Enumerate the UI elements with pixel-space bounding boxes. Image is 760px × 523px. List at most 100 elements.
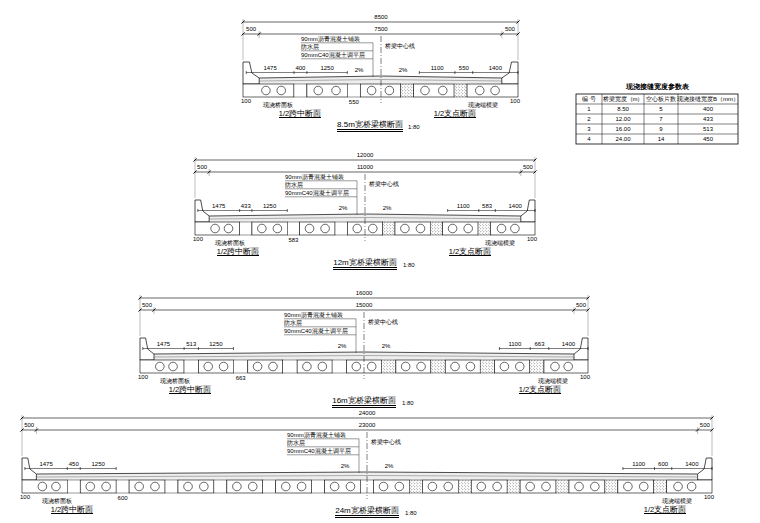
hollow-core xyxy=(475,86,484,95)
hollow-core xyxy=(497,224,506,233)
dimension-text: 500 xyxy=(505,26,515,32)
table-cell: 8.50 xyxy=(617,106,629,112)
table-cell: 4 xyxy=(587,136,590,142)
hollow-core xyxy=(102,482,111,491)
table-rule xyxy=(576,134,738,135)
cast-joint xyxy=(654,480,667,493)
dimension-text: 1100 xyxy=(632,461,645,467)
dimension-tick xyxy=(233,347,234,350)
dimension-tick xyxy=(287,209,288,212)
dimension-tick xyxy=(548,347,549,350)
dimension-text: 1400 xyxy=(562,341,575,347)
dimension-line xyxy=(22,418,712,419)
hollow-core xyxy=(211,224,220,233)
dimension-tick xyxy=(518,71,519,74)
hollow-core xyxy=(281,482,290,491)
dimension-text: 500 xyxy=(197,164,207,170)
scale-text: 1:80 xyxy=(408,124,420,130)
dimension-text: 100 xyxy=(20,494,30,500)
cast-joint xyxy=(233,360,247,373)
dimension-text: 100 xyxy=(241,98,251,104)
hollow-slab xyxy=(307,84,347,97)
dimension-text: 1475 xyxy=(39,461,52,467)
hollow-slab xyxy=(325,480,361,493)
section-name: 1/2跨中断面 xyxy=(51,506,93,515)
extension-line xyxy=(535,157,536,198)
layer-note: 90mm沥青混凝土铺装 xyxy=(301,36,360,42)
hollow-slab xyxy=(243,84,294,97)
hollow-core xyxy=(297,482,306,491)
center-line xyxy=(364,312,365,379)
hollow-core xyxy=(395,482,404,491)
cast-joint xyxy=(347,84,360,97)
hollow-core xyxy=(86,482,95,491)
part-name: 现浇桥面板 xyxy=(42,498,72,504)
dimension-tick xyxy=(24,467,25,470)
hollow-core xyxy=(200,482,209,491)
dimension-line xyxy=(243,34,518,35)
scale-text: 1:80 xyxy=(403,262,415,268)
hollow-slab xyxy=(140,360,184,373)
hollow-slab xyxy=(252,222,287,235)
hollow-core xyxy=(169,362,178,371)
dimension-text: 500 xyxy=(142,302,152,308)
cast-joint xyxy=(431,360,445,373)
dimension-tick xyxy=(197,209,198,212)
dimension-text: 100 xyxy=(704,494,714,500)
hollow-core xyxy=(269,362,278,371)
hollow-core xyxy=(219,362,228,371)
dimension-line xyxy=(25,468,116,469)
dimension-text: 500 xyxy=(246,26,256,32)
hollow-core xyxy=(477,482,486,491)
dimension-text: 2% xyxy=(382,343,391,349)
table-rule xyxy=(576,114,738,115)
hollow-slab xyxy=(667,480,712,493)
dimension-tick xyxy=(478,209,479,212)
dimension-text: 1100 xyxy=(457,203,470,209)
cast-joint xyxy=(430,222,442,235)
table-rule xyxy=(576,104,738,105)
hollow-slab xyxy=(360,84,400,97)
dimension-text: 1475 xyxy=(157,341,170,347)
dimension-line xyxy=(22,430,712,431)
dimension-text: 1100 xyxy=(431,65,444,71)
dimension-text: 2% xyxy=(385,463,394,469)
dimension-tick xyxy=(419,71,420,74)
cast-joint xyxy=(116,480,129,493)
dimension-text: 23000 xyxy=(359,422,376,428)
leader-line xyxy=(284,334,356,335)
cast-joint xyxy=(283,360,297,373)
hollow-slab xyxy=(467,84,518,97)
table-rule xyxy=(602,94,603,144)
dimension-tick xyxy=(116,467,117,470)
hollow-slab xyxy=(80,480,116,493)
hollow-core xyxy=(262,86,271,95)
hollow-core xyxy=(224,224,233,233)
hollow-core xyxy=(367,362,376,371)
dimension-tick xyxy=(251,209,252,212)
cast-joint xyxy=(556,480,569,493)
dimension-text: 500 xyxy=(576,302,586,308)
hollow-core xyxy=(417,362,426,371)
table-cell: 450 xyxy=(703,136,713,142)
hollow-slab xyxy=(445,360,480,373)
dimension-line xyxy=(243,22,518,23)
dimension-text: 1100 xyxy=(508,341,521,347)
extension-line xyxy=(574,307,575,314)
dimension-tick xyxy=(447,209,448,212)
dimension-text: 583 xyxy=(482,203,492,209)
cast-joint xyxy=(382,360,396,373)
hollow-core xyxy=(464,224,473,233)
cast-joint xyxy=(335,222,347,235)
extension-line xyxy=(588,295,589,336)
table-cell: 编 号 xyxy=(582,96,596,102)
dimension-text: 100 xyxy=(193,236,203,242)
leader-line xyxy=(357,181,358,215)
crash-barrier xyxy=(574,338,588,360)
dimension-text: 100 xyxy=(527,236,537,242)
dimension-tick xyxy=(671,467,672,470)
dimension-text: 1250 xyxy=(92,461,105,467)
leader-line xyxy=(301,42,373,43)
hollow-core xyxy=(542,482,551,491)
dimension-tick xyxy=(293,71,294,74)
